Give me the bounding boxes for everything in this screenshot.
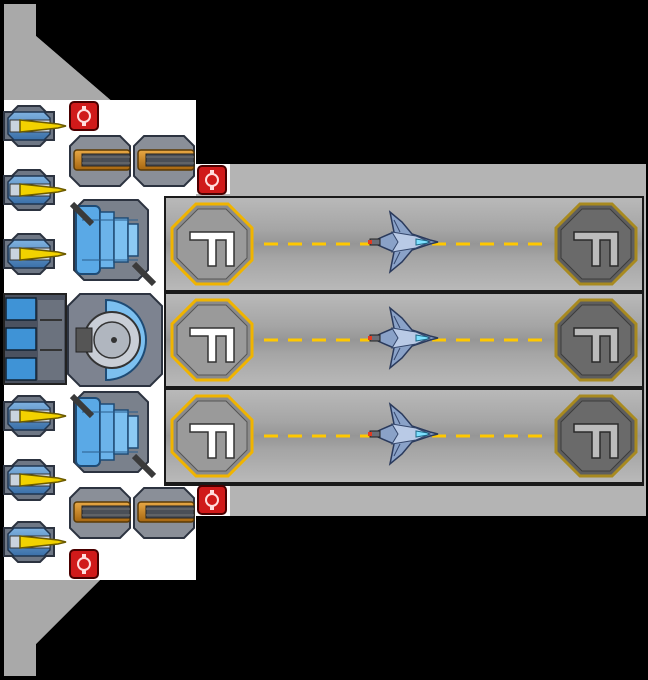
launch-bay-3[interactable] (166, 390, 642, 482)
red-module-icon[interactable] (69, 101, 99, 131)
thruster-icon[interactable] (72, 392, 154, 476)
power-cell-icon (5, 357, 37, 381)
launch-pad-icon[interactable] (170, 202, 254, 286)
turret-icon[interactable] (69, 135, 131, 187)
turret-icon[interactable] (133, 135, 195, 187)
turret-icon[interactable] (69, 487, 131, 539)
power-cell-icon (5, 327, 37, 351)
landing-pad-icon[interactable] (554, 298, 638, 382)
turret-icon[interactable] (133, 487, 195, 539)
shield-core-icon[interactable] (67, 293, 163, 387)
launch-bay-1[interactable] (166, 198, 642, 290)
launch-pad-icon[interactable] (170, 298, 254, 382)
power-cell-stack[interactable] (3, 293, 67, 385)
landing-pad-icon[interactable] (554, 202, 638, 286)
landing-pad-icon[interactable] (554, 394, 638, 478)
thruster-icon[interactable] (72, 200, 154, 284)
red-module-icon[interactable] (69, 549, 99, 579)
power-cell-icon (5, 297, 37, 321)
red-module-icon[interactable] (197, 485, 227, 515)
red-module-icon[interactable] (197, 165, 227, 195)
launch-pad-icon[interactable] (170, 394, 254, 478)
launch-bay-2[interactable] (166, 294, 642, 386)
